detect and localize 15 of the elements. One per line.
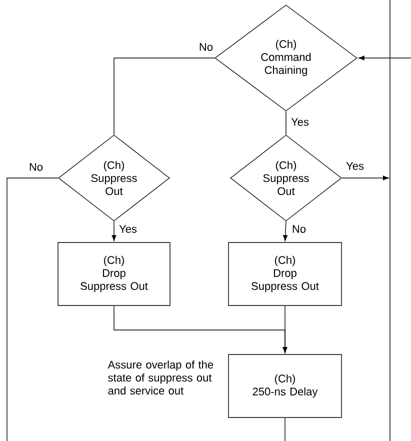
edge-label: Yes (345, 161, 365, 171)
arrow (282, 306, 288, 353)
note-text: Assure overlap of the state of suppress out and service out (108, 360, 214, 395)
edge-label: No (198, 42, 214, 52)
process-box: (Ch) Drop Suppress Out (58, 242, 170, 306)
arrow (358, 56, 411, 60)
process-box: (Ch) 250-ns Delay (228, 354, 342, 418)
arrow (283, 221, 288, 241)
edge-label: Yes (290, 117, 310, 127)
process-box: (Ch) Drop Suppress Out (228, 242, 342, 306)
edge-label: No (28, 162, 44, 172)
arrow (112, 221, 116, 241)
edge-label: No (290, 224, 308, 234)
arrow (342, 176, 389, 180)
edge-label: Yes (118, 224, 138, 234)
